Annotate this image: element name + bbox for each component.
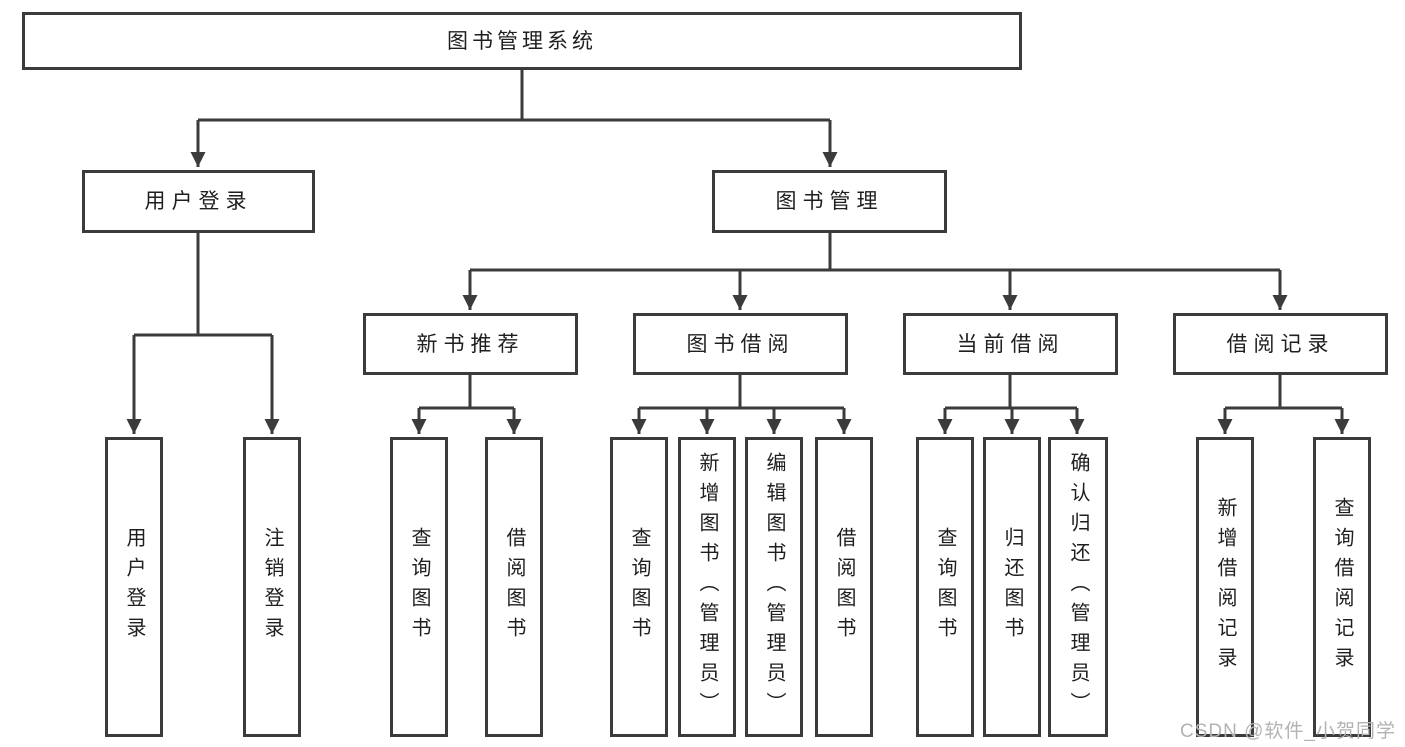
leaf-confirm-return-admin: 确认归还（管理员） bbox=[1048, 437, 1108, 737]
leaf-query-borrow-record-label: 查询借阅记录 bbox=[1331, 497, 1353, 677]
leaf-confirm-return-admin-label: 确认归还（管理员） bbox=[1067, 452, 1089, 722]
node-current-borrow-label: 当前借阅 bbox=[956, 332, 1065, 356]
leaf-borrow-book-recommend: 借阅图书 bbox=[485, 437, 543, 737]
leaf-user-login: 用户登录 bbox=[105, 437, 163, 737]
node-borrow-records: 借阅记录 bbox=[1173, 313, 1388, 375]
leaf-edit-book-admin: 编辑图书（管理员） bbox=[745, 437, 803, 737]
leaf-borrow-book-recommend-label: 借阅图书 bbox=[503, 527, 525, 647]
leaf-query-book-borrow-label: 查询图书 bbox=[628, 527, 650, 647]
node-book-management: 图书管理 bbox=[712, 170, 947, 233]
leaf-query-borrow-record: 查询借阅记录 bbox=[1313, 437, 1371, 737]
node-book-management-label: 图书管理 bbox=[775, 190, 884, 213]
leaf-return-book: 归还图书 bbox=[983, 437, 1041, 737]
leaf-query-book-recommend: 查询图书 bbox=[390, 437, 448, 737]
leaf-query-book-borrow: 查询图书 bbox=[610, 437, 668, 737]
leaf-add-book-admin: 新增图书（管理员） bbox=[678, 437, 736, 737]
leaf-add-book-admin-label: 新增图书（管理员） bbox=[696, 452, 718, 722]
leaf-query-book-recommend-label: 查询图书 bbox=[408, 527, 430, 647]
leaf-logout-label: 注销登录 bbox=[261, 527, 283, 647]
leaf-borrow-book: 借阅图书 bbox=[815, 437, 873, 737]
node-root: 图书管理系统 bbox=[22, 12, 1022, 70]
csdn-watermark: CSDN @软件_小贺同学 bbox=[1180, 721, 1396, 742]
node-user-login: 用户登录 bbox=[82, 170, 315, 233]
leaf-query-book-current: 查询图书 bbox=[916, 437, 974, 737]
node-root-label: 图书管理系统 bbox=[447, 29, 597, 53]
leaf-add-borrow-record-label: 新增借阅记录 bbox=[1214, 497, 1236, 677]
node-new-book-recommend-label: 新书推荐 bbox=[416, 332, 525, 356]
node-current-borrow: 当前借阅 bbox=[903, 313, 1118, 375]
node-book-borrow-label: 图书借阅 bbox=[686, 332, 795, 356]
leaf-return-book-label: 归还图书 bbox=[1001, 527, 1023, 647]
leaf-logout: 注销登录 bbox=[243, 437, 301, 737]
node-user-login-label: 用户登录 bbox=[144, 190, 253, 213]
leaf-edit-book-admin-label: 编辑图书（管理员） bbox=[763, 452, 785, 722]
leaf-borrow-book-label: 借阅图书 bbox=[833, 527, 855, 647]
leaf-user-login-label: 用户登录 bbox=[123, 527, 145, 647]
node-borrow-records-label: 借阅记录 bbox=[1226, 332, 1335, 356]
node-new-book-recommend: 新书推荐 bbox=[363, 313, 578, 375]
leaf-add-borrow-record: 新增借阅记录 bbox=[1196, 437, 1254, 737]
node-book-borrow: 图书借阅 bbox=[633, 313, 848, 375]
leaf-query-book-current-label: 查询图书 bbox=[934, 527, 956, 647]
